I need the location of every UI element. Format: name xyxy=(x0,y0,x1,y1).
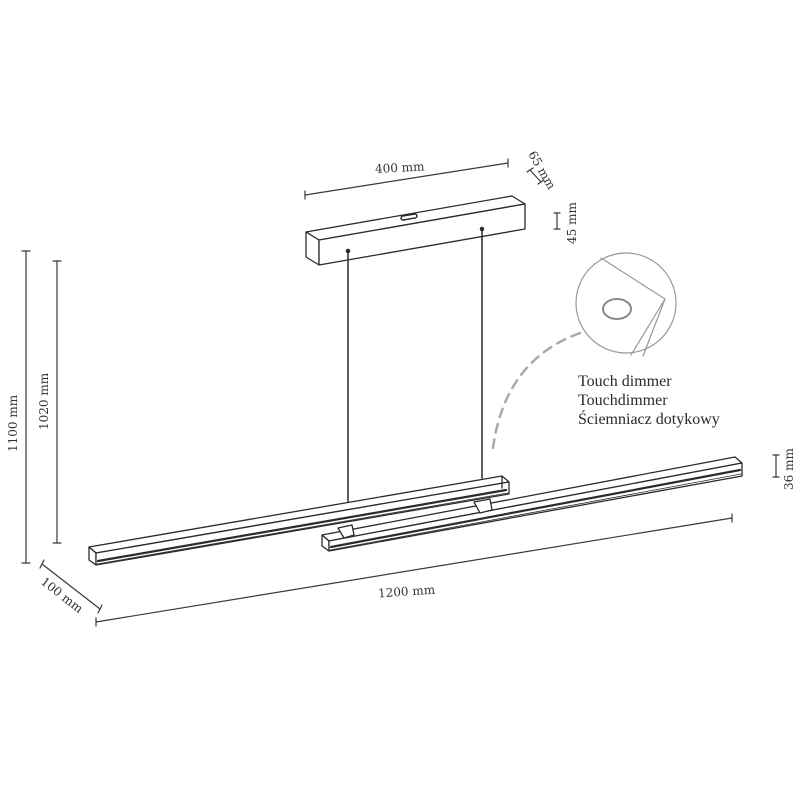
touch-dimmer-detail xyxy=(575,252,677,357)
dim-bar-length: 1200 mm xyxy=(378,583,437,601)
touch-dimmer-label: Touch dimmer Touchdimmer Ściemniacz doty… xyxy=(578,372,720,429)
canopy xyxy=(305,195,526,266)
dim-total-height: 1100 mm xyxy=(6,394,20,452)
front-light-bar xyxy=(88,475,510,566)
touch-dimmer-label-de: Touchdimmer xyxy=(578,392,668,409)
dim-bar-depth: 100 mm xyxy=(38,574,86,616)
touch-dimmer-label-en: Touch dimmer xyxy=(578,373,672,390)
dim-bar-height: 36 mm xyxy=(782,448,796,490)
touch-button-icon xyxy=(602,298,632,320)
canopy-slot-icon xyxy=(400,213,418,221)
callout-dashed-arc xyxy=(491,331,582,450)
rear-light-bar xyxy=(321,456,743,552)
dim-canopy-length: 400 mm xyxy=(375,159,426,176)
dimension-lines xyxy=(21,158,780,627)
suspension-cables xyxy=(347,229,483,504)
touch-dimmer-label-pl: Ściemniacz dotykowy xyxy=(578,411,720,428)
dim-canopy-height: 45 mm xyxy=(565,202,579,244)
dim-suspension-height: 1020 mm xyxy=(37,372,51,430)
